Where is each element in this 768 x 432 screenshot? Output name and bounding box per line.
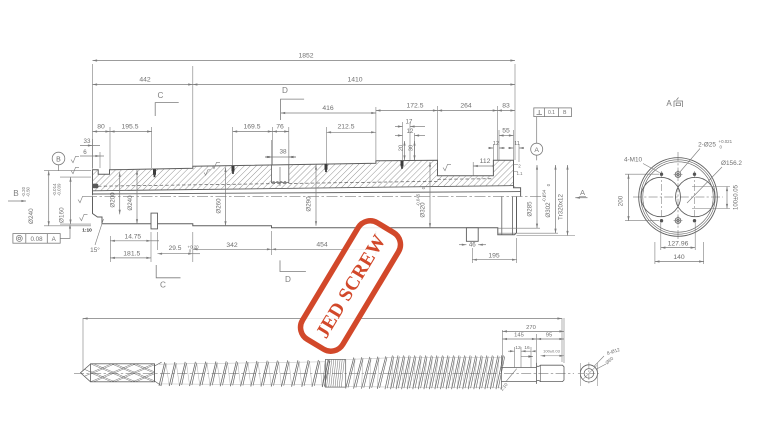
svg-text:38: 38 [279,149,287,156]
svg-text:Ø302: Ø302 [545,202,552,218]
svg-text:2: 2 [518,164,521,169]
svg-text:100±0.05: 100±0.05 [734,184,740,210]
svg-text:C: C [160,281,166,290]
svg-text:D: D [285,275,291,284]
svg-text:Ø320: Ø320 [420,202,427,218]
svg-text:0: 0 [546,183,551,186]
svg-text:-0.014: -0.014 [52,183,57,196]
svg-text:1:10: 1:10 [499,382,509,392]
svg-text:264: 264 [460,103,472,110]
svg-text:342: 342 [226,242,238,249]
svg-text:95: 95 [546,333,552,339]
svg-text:-0.50: -0.50 [26,186,31,197]
svg-text:76: 76 [276,124,284,131]
svg-text:4-M10: 4-M10 [624,157,643,164]
svg-text:12: 12 [515,345,521,351]
svg-text:55: 55 [502,128,510,135]
svg-text:2-Ø25: 2-Ø25 [698,142,716,149]
svg-text:0: 0 [421,186,426,189]
svg-text:15°: 15° [90,246,100,254]
svg-text:195: 195 [488,252,500,259]
svg-text:+0.20: +0.20 [188,244,200,249]
svg-text:6: 6 [83,149,87,156]
svg-text:30: 30 [409,145,415,151]
svg-text:16: 16 [524,345,530,351]
svg-text:172.5: 172.5 [406,103,423,110]
svg-text:-0.039: -0.039 [56,183,61,196]
svg-text:8-Ø12: 8-Ø12 [606,347,621,357]
svg-text:14.75: 14.75 [125,234,142,241]
svg-text:C: C [158,91,164,100]
svg-text:112: 112 [480,158,491,165]
svg-text:270: 270 [526,325,536,331]
svg-text:29.5: 29.5 [169,245,182,252]
svg-text:A: A [534,147,539,154]
svg-text:0.1: 0.1 [548,110,555,116]
svg-text:145: 145 [514,333,524,339]
svg-text:200: 200 [618,195,625,206]
svg-text:442: 442 [139,77,151,84]
svg-text:A: A [52,236,57,243]
svg-text:0: 0 [720,144,723,149]
svg-text:Ø290: Ø290 [306,196,313,212]
svg-text:D: D [282,86,288,95]
svg-text:83: 83 [502,103,510,110]
svg-text:1:10: 1:10 [82,228,92,234]
svg-text:100±0.03: 100±0.03 [543,349,560,354]
svg-text:127.96: 127.96 [668,240,689,247]
svg-text:Ø240: Ø240 [127,195,134,211]
svg-text:0.08: 0.08 [30,236,43,243]
svg-text:0: 0 [189,249,192,254]
svg-text:Ø240: Ø240 [28,208,35,224]
svg-text:181.5: 181.5 [123,251,140,258]
svg-text:169.5: 169.5 [243,124,260,131]
svg-text:-0.054: -0.054 [541,189,546,202]
svg-text:A: A [666,99,672,108]
svg-text:454: 454 [316,242,328,249]
svg-text:212.5: 212.5 [337,124,354,131]
svg-text:1.1: 1.1 [517,171,523,176]
svg-text:-0.20: -0.20 [21,186,26,197]
svg-text:A: A [580,188,586,197]
svg-text:416: 416 [322,105,334,112]
svg-text:1410: 1410 [347,77,362,84]
svg-text:Ø260: Ø260 [216,198,223,214]
svg-text:Ø156.2: Ø156.2 [721,160,742,167]
svg-text:Ø160: Ø160 [59,207,66,223]
svg-text:17: 17 [406,120,413,126]
svg-text:46: 46 [469,241,476,248]
svg-text:B: B [13,189,19,198]
svg-text:12: 12 [407,129,414,135]
svg-text:Ø60: Ø60 [604,356,614,366]
svg-text:140: 140 [673,254,685,261]
svg-text:12: 12 [493,141,499,147]
svg-text:11: 11 [514,141,520,147]
svg-text:20: 20 [399,145,405,151]
svg-text:B: B [563,110,567,116]
svg-text:1852: 1852 [298,53,313,60]
svg-text:-0.045: -0.045 [416,193,421,206]
svg-text:B: B [56,156,61,163]
svg-text:195.5: 195.5 [121,124,138,131]
svg-text:Ø200: Ø200 [110,192,117,208]
svg-text:+0.021: +0.021 [719,139,733,144]
svg-text:33: 33 [84,138,91,145]
svg-text:Ø285: Ø285 [527,201,534,217]
svg-text:80: 80 [97,124,105,131]
svg-text:Tr320x12: Tr320x12 [558,193,565,219]
